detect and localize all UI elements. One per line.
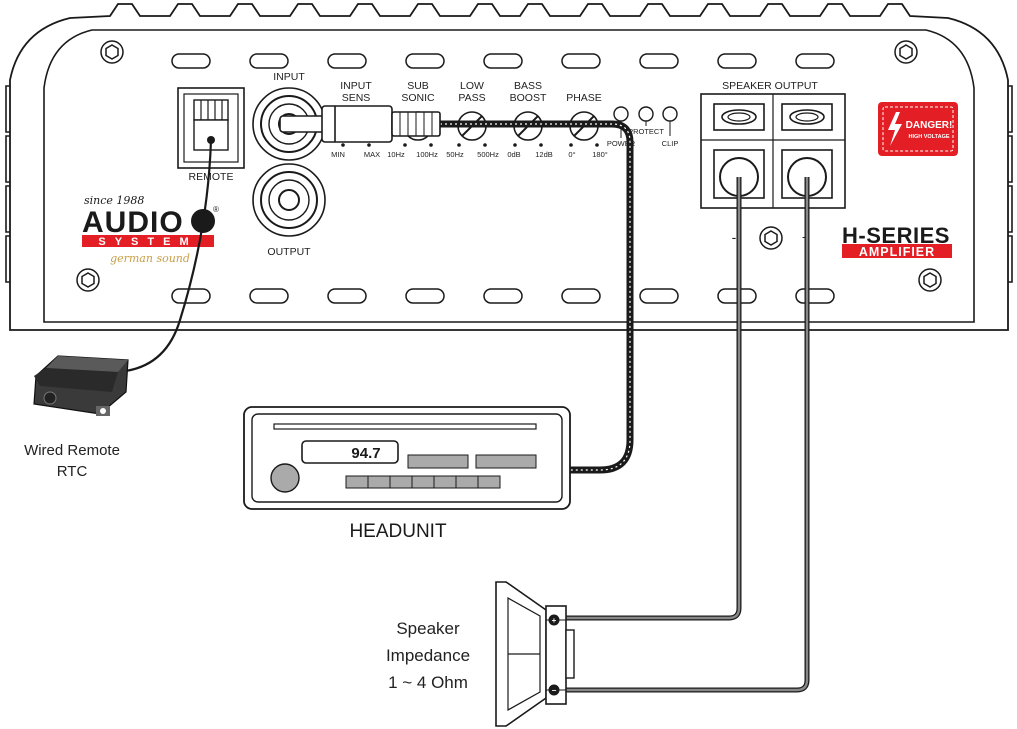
bass-boost-label-line2: BOOST (510, 92, 547, 104)
led-protect-label: PROTECT (628, 127, 664, 136)
status-leds (613, 106, 678, 122)
speaker-label-line2: Impedance (386, 646, 470, 665)
headunit-volume-knob-icon[interactable] (270, 463, 300, 493)
output-rca-jack[interactable] (252, 163, 326, 237)
phase-min: 0° (568, 150, 575, 159)
speaker-minus-mark: − (552, 686, 557, 695)
sub-sonic-min: 10Hz (387, 150, 405, 159)
remote-knob-icon[interactable] (43, 391, 57, 405)
cd-slot (273, 423, 537, 430)
lightning-bolt-icon (888, 112, 902, 146)
speaker-plus-mark: + (552, 616, 557, 625)
input-sens-label-line2: SENS (342, 92, 371, 104)
speaker-output-terminal-block (700, 93, 846, 209)
danger-high-voltage-sticker: DANGER! HIGH VOLTAGE (878, 102, 958, 156)
headunit-button-bar-1[interactable] (407, 454, 469, 469)
bass-boost-min: 0dB (507, 150, 520, 159)
rca-cable (279, 105, 634, 474)
low-pass-label-line1: LOW (460, 80, 484, 92)
series-title: H-SERIES (842, 223, 950, 248)
control-labels: INPUT SENS SUB SONIC LOW PASS BASS BOOST… (340, 80, 602, 104)
phase-label: PHASE (566, 92, 602, 104)
input-sens-label-line1: INPUT (340, 80, 372, 92)
sub-sonic-label-line2: SONIC (401, 92, 435, 104)
led-protect-icon (638, 106, 654, 122)
speaker-label-line1: Speaker (396, 619, 460, 638)
sub-sonic-label-line1: SUB (407, 80, 429, 92)
remote-port-label: REMOTE (189, 171, 234, 183)
wired-remote-device[interactable] (33, 355, 129, 416)
audio-system-logo: since 1988 AUDIO ® SYSTEM german sound (82, 194, 219, 265)
brand-name: AUDIO (82, 206, 184, 239)
screw-top-right-icon (894, 40, 918, 64)
input-sens-min: MIN (331, 150, 345, 159)
sub-sonic-max: 100Hz (416, 150, 438, 159)
speaker-terminal-plus-icon (548, 614, 560, 626)
headunit: 94.7 (243, 406, 571, 510)
input-sens-max: MAX (364, 150, 380, 159)
brand-tagline: german sound (110, 252, 190, 265)
vent-slots-bottom (171, 288, 835, 304)
screw-top-left-icon (100, 40, 124, 64)
amplifier: REMOTE INPUT OUTPUT INPUT SENS SUB SONIC… (5, 3, 1013, 331)
screw-speaker-terminal-icon (759, 226, 783, 250)
mounting-screws (76, 40, 942, 292)
low-pass-max: 500Hz (477, 150, 499, 159)
headunit-label: HEADUNIT (349, 521, 447, 542)
knob-range-labels: MIN MAX 10Hz 100Hz 50Hz 500Hz 0dB 12dB 0… (331, 150, 608, 159)
speaker-wires (560, 177, 810, 693)
output-label: OUTPUT (267, 246, 311, 258)
phase-max: 180° (592, 150, 608, 159)
brand-registered: ® (213, 205, 219, 214)
led-clip-label: CLIP (662, 139, 679, 148)
danger-title: DANGER! (906, 120, 953, 131)
led-clip-icon (662, 106, 678, 122)
bass-boost-label-line1: BASS (514, 80, 542, 92)
headunit-preset-buttons[interactable] (345, 475, 501, 489)
rca-plug-icon (279, 105, 441, 143)
headunit-display (301, 440, 399, 464)
speaker-output-label: SPEAKER OUTPUT (722, 80, 818, 92)
series-subtitle: AMPLIFIER (859, 245, 935, 259)
vent-slots-top (171, 53, 835, 69)
bass-boost-max: 12dB (535, 150, 553, 159)
input-label: INPUT (273, 71, 305, 83)
low-pass-label-line2: PASS (458, 92, 485, 104)
speaker-label-line3: 1 ~ 4 Ohm (388, 673, 468, 692)
remote-label-line2: RTC (57, 463, 88, 480)
screw-bottom-left-icon (76, 268, 100, 292)
brand-system: SYSTEM (98, 236, 197, 248)
knob-marks (341, 143, 599, 147)
low-pass-min: 50Hz (446, 150, 464, 159)
remote-label-line1: Wired Remote (24, 442, 120, 459)
headunit-button-bar-2[interactable] (475, 454, 537, 469)
led-power-label: POWER (607, 139, 636, 148)
headunit-frequency: 94.7 (351, 445, 380, 462)
led-power-icon (613, 106, 629, 122)
screw-bottom-right-icon (918, 268, 942, 292)
speaker-terminal-minus-label: - (732, 229, 737, 245)
remote-wire (114, 139, 213, 374)
speaker (495, 581, 575, 727)
brand-since: since 1988 (84, 194, 144, 207)
speaker-terminal-minus-icon (548, 684, 560, 696)
danger-subtitle: HIGH VOLTAGE (908, 134, 949, 140)
